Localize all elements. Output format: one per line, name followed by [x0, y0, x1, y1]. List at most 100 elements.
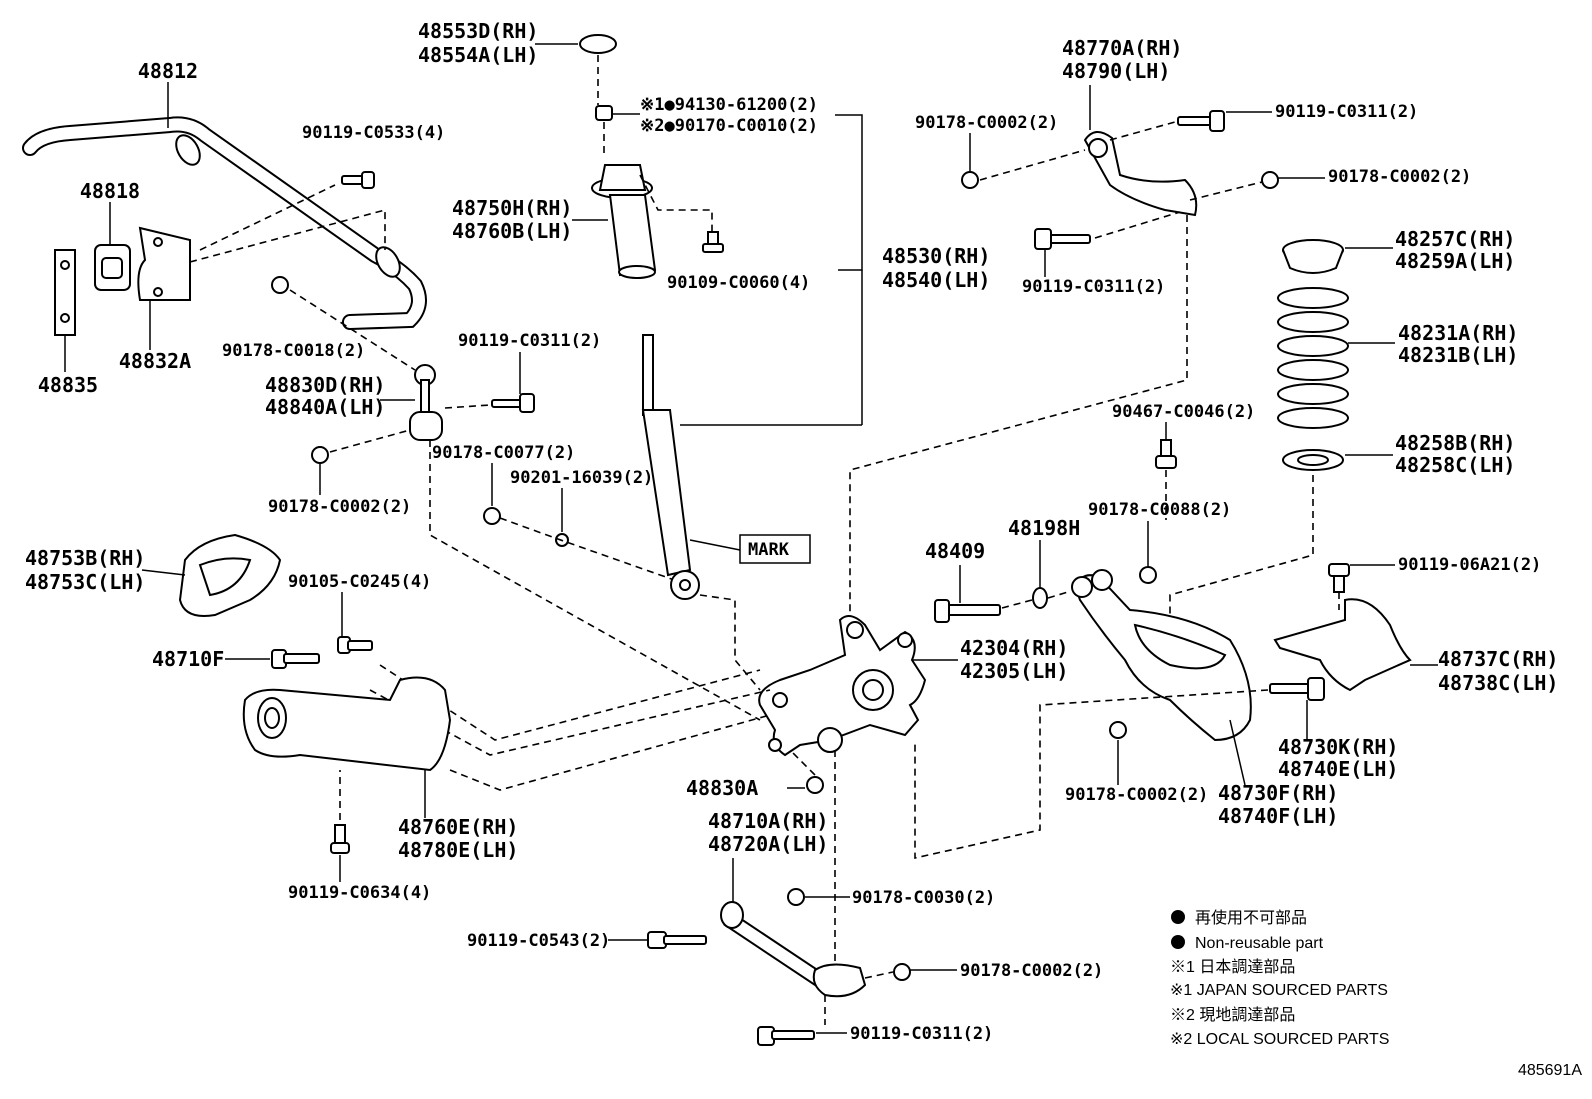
- label-90178-c0088: 90178-C0088(2): [1088, 500, 1231, 520]
- legend-line5: ※2 現地調達部品: [1170, 1006, 1295, 1024]
- upper-arm-48770a[interactable]: [1083, 131, 1198, 217]
- bracket-48835[interactable]: [54, 249, 76, 336]
- mount-cap-48553d[interactable]: [579, 34, 617, 54]
- label-90178-c0002-c: 90178-C0002(2): [268, 497, 411, 517]
- bolt-48710f[interactable]: [271, 649, 320, 669]
- bolt-90119-c0543[interactable]: [647, 931, 707, 949]
- stabilizer-link[interactable]: [409, 364, 443, 441]
- label-48710f: 48710F: [152, 647, 224, 671]
- nut-90178-c0088[interactable]: [1139, 566, 1157, 584]
- nut-90178-c0002-link[interactable]: [893, 963, 911, 981]
- trailing-arm-48760e[interactable]: [242, 676, 452, 772]
- dash-48730k: [914, 689, 1269, 859]
- bolt-90119-c0311-upper-b[interactable]: [1034, 228, 1091, 250]
- label-48231b: 48231B(LH): [1398, 343, 1518, 367]
- label-48830a: 48830A: [686, 776, 758, 800]
- bolt-90105-c0245[interactable]: [337, 636, 373, 654]
- label-90119-c0311-c: 90119-C0311(2): [458, 331, 601, 351]
- label-48720a: 48720A(LH): [708, 832, 828, 856]
- bracket-48832a[interactable]: [137, 226, 191, 301]
- bolt-48409[interactable]: [934, 599, 1001, 623]
- label-42305: 42305(LH): [960, 659, 1068, 683]
- inner-cover-48753b[interactable]: [178, 533, 282, 617]
- label-48737c: 48737C(RH): [1438, 647, 1558, 671]
- nut-90178-c0002-upper-b[interactable]: [1261, 171, 1279, 189]
- label-48258b: 48258B(RH): [1395, 431, 1515, 455]
- label-90178-c0002-b: 90178-C0002(2): [1328, 167, 1471, 187]
- label-48231a: 48231A(RH): [1398, 321, 1518, 345]
- bolt-90109-c0060[interactable]: [702, 231, 724, 253]
- bolt-90119-06a21[interactable]: [1328, 563, 1350, 593]
- spring-seat-upper-48257c[interactable]: [1282, 239, 1344, 274]
- bolt-90467-c0046[interactable]: [1155, 439, 1177, 469]
- label-90119-c0634: 90119-C0634(4): [288, 883, 431, 903]
- label-48530: 48530(RH): [882, 244, 990, 268]
- dash-nut-c0018: [289, 289, 416, 371]
- cover-48737c[interactable]: [1273, 598, 1412, 692]
- washer-48198h[interactable]: [1032, 587, 1048, 609]
- steering-knuckle-42304[interactable]: [758, 615, 927, 757]
- label-48554a: 48554A(LH): [418, 43, 538, 67]
- shock-upper-support-48750h[interactable]: [591, 164, 657, 279]
- nut-90178-c0002-left[interactable]: [311, 446, 329, 464]
- nut-48830a[interactable]: [806, 776, 824, 794]
- dash-upper-nut-a: [979, 149, 1086, 181]
- dash-upper-bolt-b: [1094, 211, 1181, 239]
- dash-nut-link: [329, 429, 411, 453]
- bushing-48818[interactable]: [94, 244, 131, 291]
- label-48738c: 48738C(LH): [1438, 671, 1558, 695]
- label-48740e: 48740E(LH): [1278, 757, 1398, 781]
- label-48780e: 48780E(LH): [398, 838, 518, 862]
- label-48790: 48790(LH): [1062, 59, 1170, 83]
- label-90178-c0077: 90178-C0077(2): [432, 443, 575, 463]
- lateral-link-48710a[interactable]: [720, 901, 867, 998]
- bolt-90119-c0311-link-lower[interactable]: [757, 1026, 815, 1046]
- legend-line2: Non-reusable part: [1195, 935, 1324, 952]
- label-mark: MARK: [748, 540, 790, 560]
- legend-line4: ※1 JAPAN SOURCED PARTS: [1170, 982, 1388, 999]
- nut-90178-c0018[interactable]: [271, 276, 289, 294]
- label-90119-c0311-a: 90119-C0311(2): [1275, 102, 1418, 122]
- bolt-90119-c0533[interactable]: [341, 171, 375, 189]
- bolt-90119-c0311-link[interactable]: [491, 393, 535, 413]
- label-48730k: 48730K(RH): [1278, 735, 1398, 759]
- label-48258c: 48258C(LH): [1395, 453, 1515, 477]
- nut-90178-c0077[interactable]: [483, 507, 501, 525]
- label-48812: 48812: [138, 59, 198, 83]
- label-90119-c0533: 90119-C0533(4): [302, 123, 445, 143]
- nut-90178-c0002-upper-a[interactable]: [961, 171, 979, 189]
- nut-90178-c0002-lowerarm[interactable]: [1109, 721, 1127, 739]
- diagram-id: 485691A: [1518, 1062, 1582, 1079]
- label-90119-06a21: 90119-06A21(2): [1398, 555, 1541, 575]
- nut-94130-61200[interactable]: [595, 105, 613, 121]
- label-48753b: 48753B(RH): [25, 546, 145, 570]
- coil-spring-48231a[interactable]: [1277, 287, 1349, 429]
- label-48760b: 48760B(LH): [452, 219, 572, 243]
- spring-seat-lower-48258b[interactable]: [1282, 449, 1344, 471]
- bolt-90119-c0634[interactable]: [330, 824, 350, 854]
- label-90109: 90109-C0060(4): [667, 273, 810, 293]
- lower-arm-48730f[interactable]: [1071, 569, 1252, 742]
- non-reusable-dot-icon: [1171, 910, 1185, 924]
- label-48710a: 48710A(RH): [708, 809, 828, 833]
- label-48760e: 48760E(RH): [398, 815, 518, 839]
- label-48830d: 48830D(RH): [265, 373, 385, 397]
- dash-stab-bolt: [199, 184, 336, 251]
- bolt-48730k[interactable]: [1269, 677, 1325, 701]
- dash-stab-bracket: [189, 208, 386, 263]
- stabilizer-bar[interactable]: [22, 116, 427, 330]
- label-90467: 90467-C0046(2): [1112, 402, 1255, 422]
- label-48259a: 48259A(LH): [1395, 249, 1515, 273]
- label-48740f: 48740F(LH): [1218, 804, 1338, 828]
- leader-48753b: [141, 569, 186, 576]
- label-90178-c0002-e: 90178-C0002(2): [960, 961, 1103, 981]
- shock-absorber-48530[interactable]: [641, 334, 700, 600]
- dash-upper-knuckle: [849, 215, 1188, 615]
- nut-90178-c0030[interactable]: [787, 888, 805, 906]
- dash-c0002-e: [864, 971, 894, 979]
- label-48750h: 48750H(RH): [452, 196, 572, 220]
- dash-shock-knuckle: [699, 594, 761, 691]
- label-48818: 48818: [80, 179, 140, 203]
- bolt-90119-c0311-upper-a[interactable]: [1177, 110, 1225, 132]
- dash-support-bolt: [639, 174, 713, 232]
